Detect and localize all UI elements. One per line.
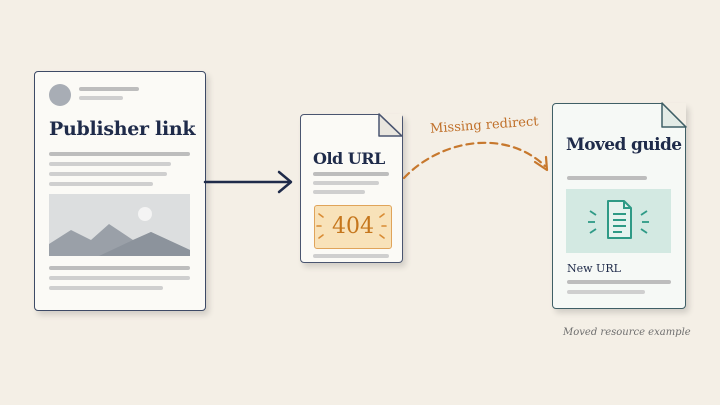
publisher-title: Publisher link: [49, 118, 196, 140]
text-line: [313, 254, 389, 258]
old-url-title: Old URL: [313, 149, 385, 168]
text-line: [49, 182, 153, 186]
text-line: [49, 162, 171, 166]
text-line: [49, 172, 167, 176]
text-line: [49, 276, 190, 280]
publisher-card: Publisher link: [34, 71, 206, 311]
text-line: [567, 176, 647, 180]
new-url-label: New URL: [567, 262, 621, 275]
text-line: [313, 190, 365, 194]
old-url-card: Old URL 404: [300, 114, 403, 263]
error-sparkles: [316, 213, 387, 239]
caption: Moved resource example: [563, 327, 691, 338]
text-line: [567, 280, 671, 284]
text-line: [313, 181, 379, 185]
text-line: [313, 172, 389, 176]
header-line: [79, 96, 123, 100]
document-panel: [566, 189, 671, 253]
moved-guide-card: Moved guide New URL: [552, 103, 686, 309]
text-line: [49, 152, 190, 156]
moved-guide-title: Moved guide: [566, 135, 682, 155]
text-line: [49, 286, 163, 290]
header-line: [79, 87, 139, 91]
image-placeholder-icon: [49, 194, 190, 256]
document-icon: [588, 200, 649, 239]
error-code: 404: [332, 214, 374, 239]
error-badge: 404: [314, 205, 392, 249]
text-line: [567, 290, 645, 294]
avatar-icon: [49, 84, 71, 106]
text-line: [49, 266, 190, 270]
